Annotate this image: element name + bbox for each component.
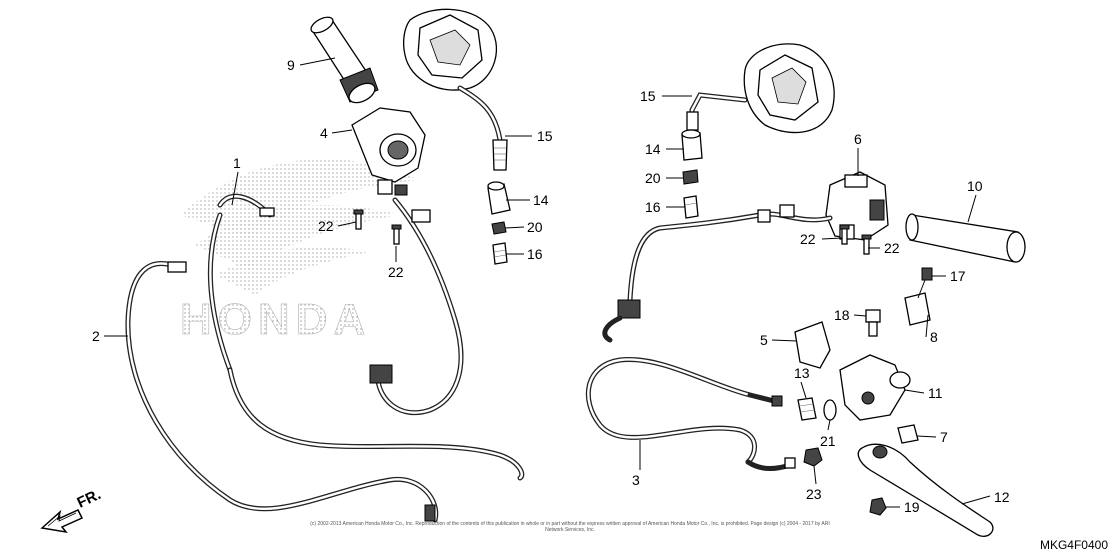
throttle-cable[interactable] bbox=[207, 193, 525, 481]
left-mirror-mount-parts[interactable] bbox=[487, 181, 511, 265]
callout-10[interactable]: 10 bbox=[967, 178, 983, 194]
callout-11[interactable]: 11 bbox=[928, 385, 943, 401]
nut-19[interactable] bbox=[869, 497, 887, 516]
callout-8[interactable]: 8 bbox=[930, 329, 938, 345]
right-grip[interactable] bbox=[905, 213, 1026, 263]
clutch-cable[interactable] bbox=[585, 356, 796, 471]
callout-22[interactable]: 22 bbox=[884, 240, 900, 256]
callout-13[interactable]: 13 bbox=[794, 365, 810, 381]
callout-2[interactable]: 2 bbox=[92, 328, 100, 344]
callout-1[interactable]: 1 bbox=[233, 155, 241, 171]
callout-22[interactable]: 22 bbox=[800, 231, 816, 247]
callout-14[interactable]: 14 bbox=[533, 192, 549, 208]
callout-leaders bbox=[104, 57, 991, 508]
clutch-lever[interactable] bbox=[857, 443, 994, 537]
left-handlebar-switch[interactable] bbox=[351, 107, 426, 196]
callout-14[interactable]: 14 bbox=[645, 141, 661, 157]
right-handlebar-switch[interactable] bbox=[825, 171, 889, 241]
callout-16[interactable]: 16 bbox=[645, 199, 661, 215]
callout-17[interactable]: 17 bbox=[950, 268, 966, 284]
callout-7[interactable]: 7 bbox=[940, 429, 948, 445]
callout-21[interactable]: 21 bbox=[820, 433, 836, 449]
clutch-lever-bracket[interactable] bbox=[839, 354, 911, 421]
cable-adjuster-parts[interactable] bbox=[797, 397, 837, 467]
callout-16[interactable]: 16 bbox=[527, 246, 543, 262]
callout-6[interactable]: 6 bbox=[854, 131, 862, 147]
left-mirror[interactable] bbox=[403, 8, 508, 171]
bolt-18[interactable] bbox=[865, 309, 881, 337]
right-mirror-mount-parts[interactable] bbox=[681, 129, 703, 219]
callout-labels: 9 4 15 1 14 22 20 22 16 2 15 6 14 10 20 … bbox=[92, 57, 1010, 515]
callout-5[interactable]: 5 bbox=[760, 332, 768, 348]
front-direction-arrow: FR. bbox=[40, 486, 104, 534]
honda-wing-watermark bbox=[180, 158, 420, 295]
diagram-code: MKG4F0400 bbox=[1039, 538, 1108, 552]
callout-18[interactable]: 18 bbox=[834, 307, 850, 323]
front-indicator-label: FR. bbox=[75, 486, 104, 512]
callout-22[interactable]: 22 bbox=[388, 264, 404, 280]
callout-20[interactable]: 20 bbox=[645, 170, 661, 186]
right-mirror[interactable] bbox=[686, 43, 835, 134]
right-switch-wire[interactable] bbox=[602, 204, 833, 343]
callout-15[interactable]: 15 bbox=[537, 128, 553, 144]
left-screws[interactable] bbox=[353, 209, 402, 245]
callout-4[interactable]: 4 bbox=[320, 125, 328, 141]
right-screws[interactable] bbox=[839, 224, 872, 255]
callout-23[interactable]: 23 bbox=[806, 486, 822, 502]
callout-15[interactable]: 15 bbox=[640, 88, 656, 104]
left-grip[interactable] bbox=[309, 14, 379, 107]
honda-watermark-text: HONDA bbox=[180, 295, 371, 344]
callout-19[interactable]: 19 bbox=[904, 499, 920, 515]
callout-12[interactable]: 12 bbox=[994, 489, 1010, 505]
lever-bracket-holder[interactable] bbox=[904, 267, 933, 326]
clutch-switch[interactable] bbox=[897, 424, 919, 444]
callout-9[interactable]: 9 bbox=[287, 57, 295, 73]
throttle-cable-2[interactable] bbox=[125, 261, 439, 523]
switch-cover[interactable] bbox=[794, 321, 831, 369]
callout-3[interactable]: 3 bbox=[632, 472, 640, 488]
copyright-notice: (c) 2002-2013 American Honda Motor Co., … bbox=[310, 521, 830, 533]
callout-20[interactable]: 20 bbox=[527, 219, 543, 235]
callout-22[interactable]: 22 bbox=[318, 218, 334, 234]
